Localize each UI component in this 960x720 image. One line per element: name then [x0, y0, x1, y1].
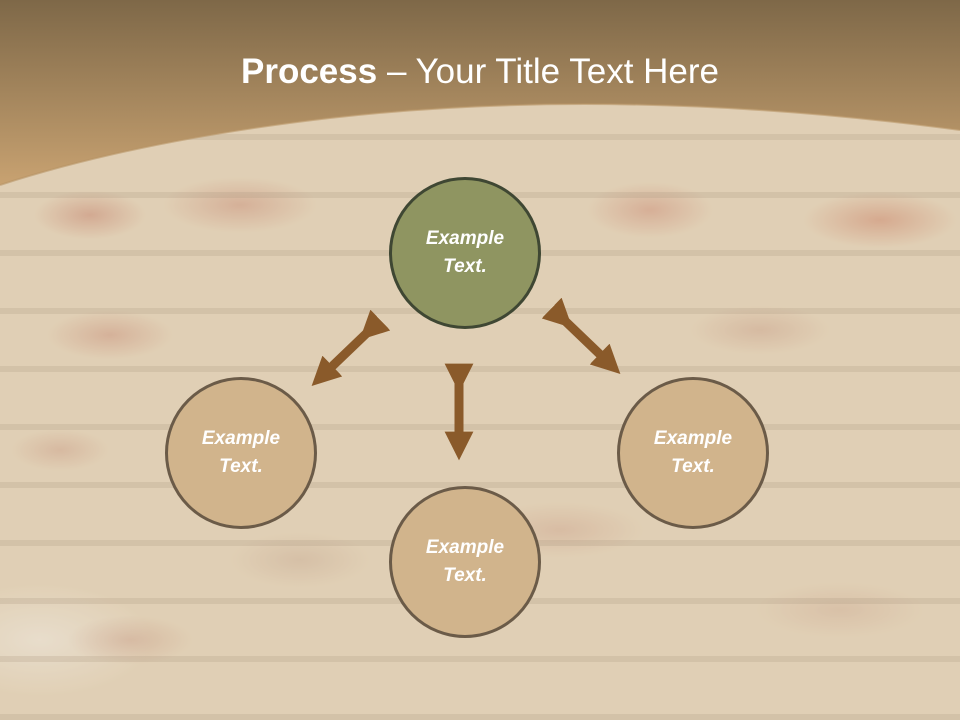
slide-title: Process – Your Title Text Here	[0, 52, 960, 92]
arrow-top-left	[311, 309, 391, 386]
node-left: Example Text.	[165, 377, 317, 529]
title-rest: – Your Title Text Here	[377, 52, 719, 91]
node-right: Example Text.	[617, 377, 769, 529]
title-strong: Process	[241, 52, 378, 91]
node-bottom-label: Example Text.	[425, 536, 505, 587]
node-bottom: Example Text.	[389, 486, 541, 638]
header-band	[0, 0, 960, 186]
node-right-label: Example Text.	[653, 427, 733, 478]
node-top: Example Text.	[389, 177, 541, 329]
node-left-label: Example Text.	[201, 427, 281, 478]
node-top-label: Example Text.	[425, 227, 505, 278]
arrow-top-right	[541, 297, 621, 374]
